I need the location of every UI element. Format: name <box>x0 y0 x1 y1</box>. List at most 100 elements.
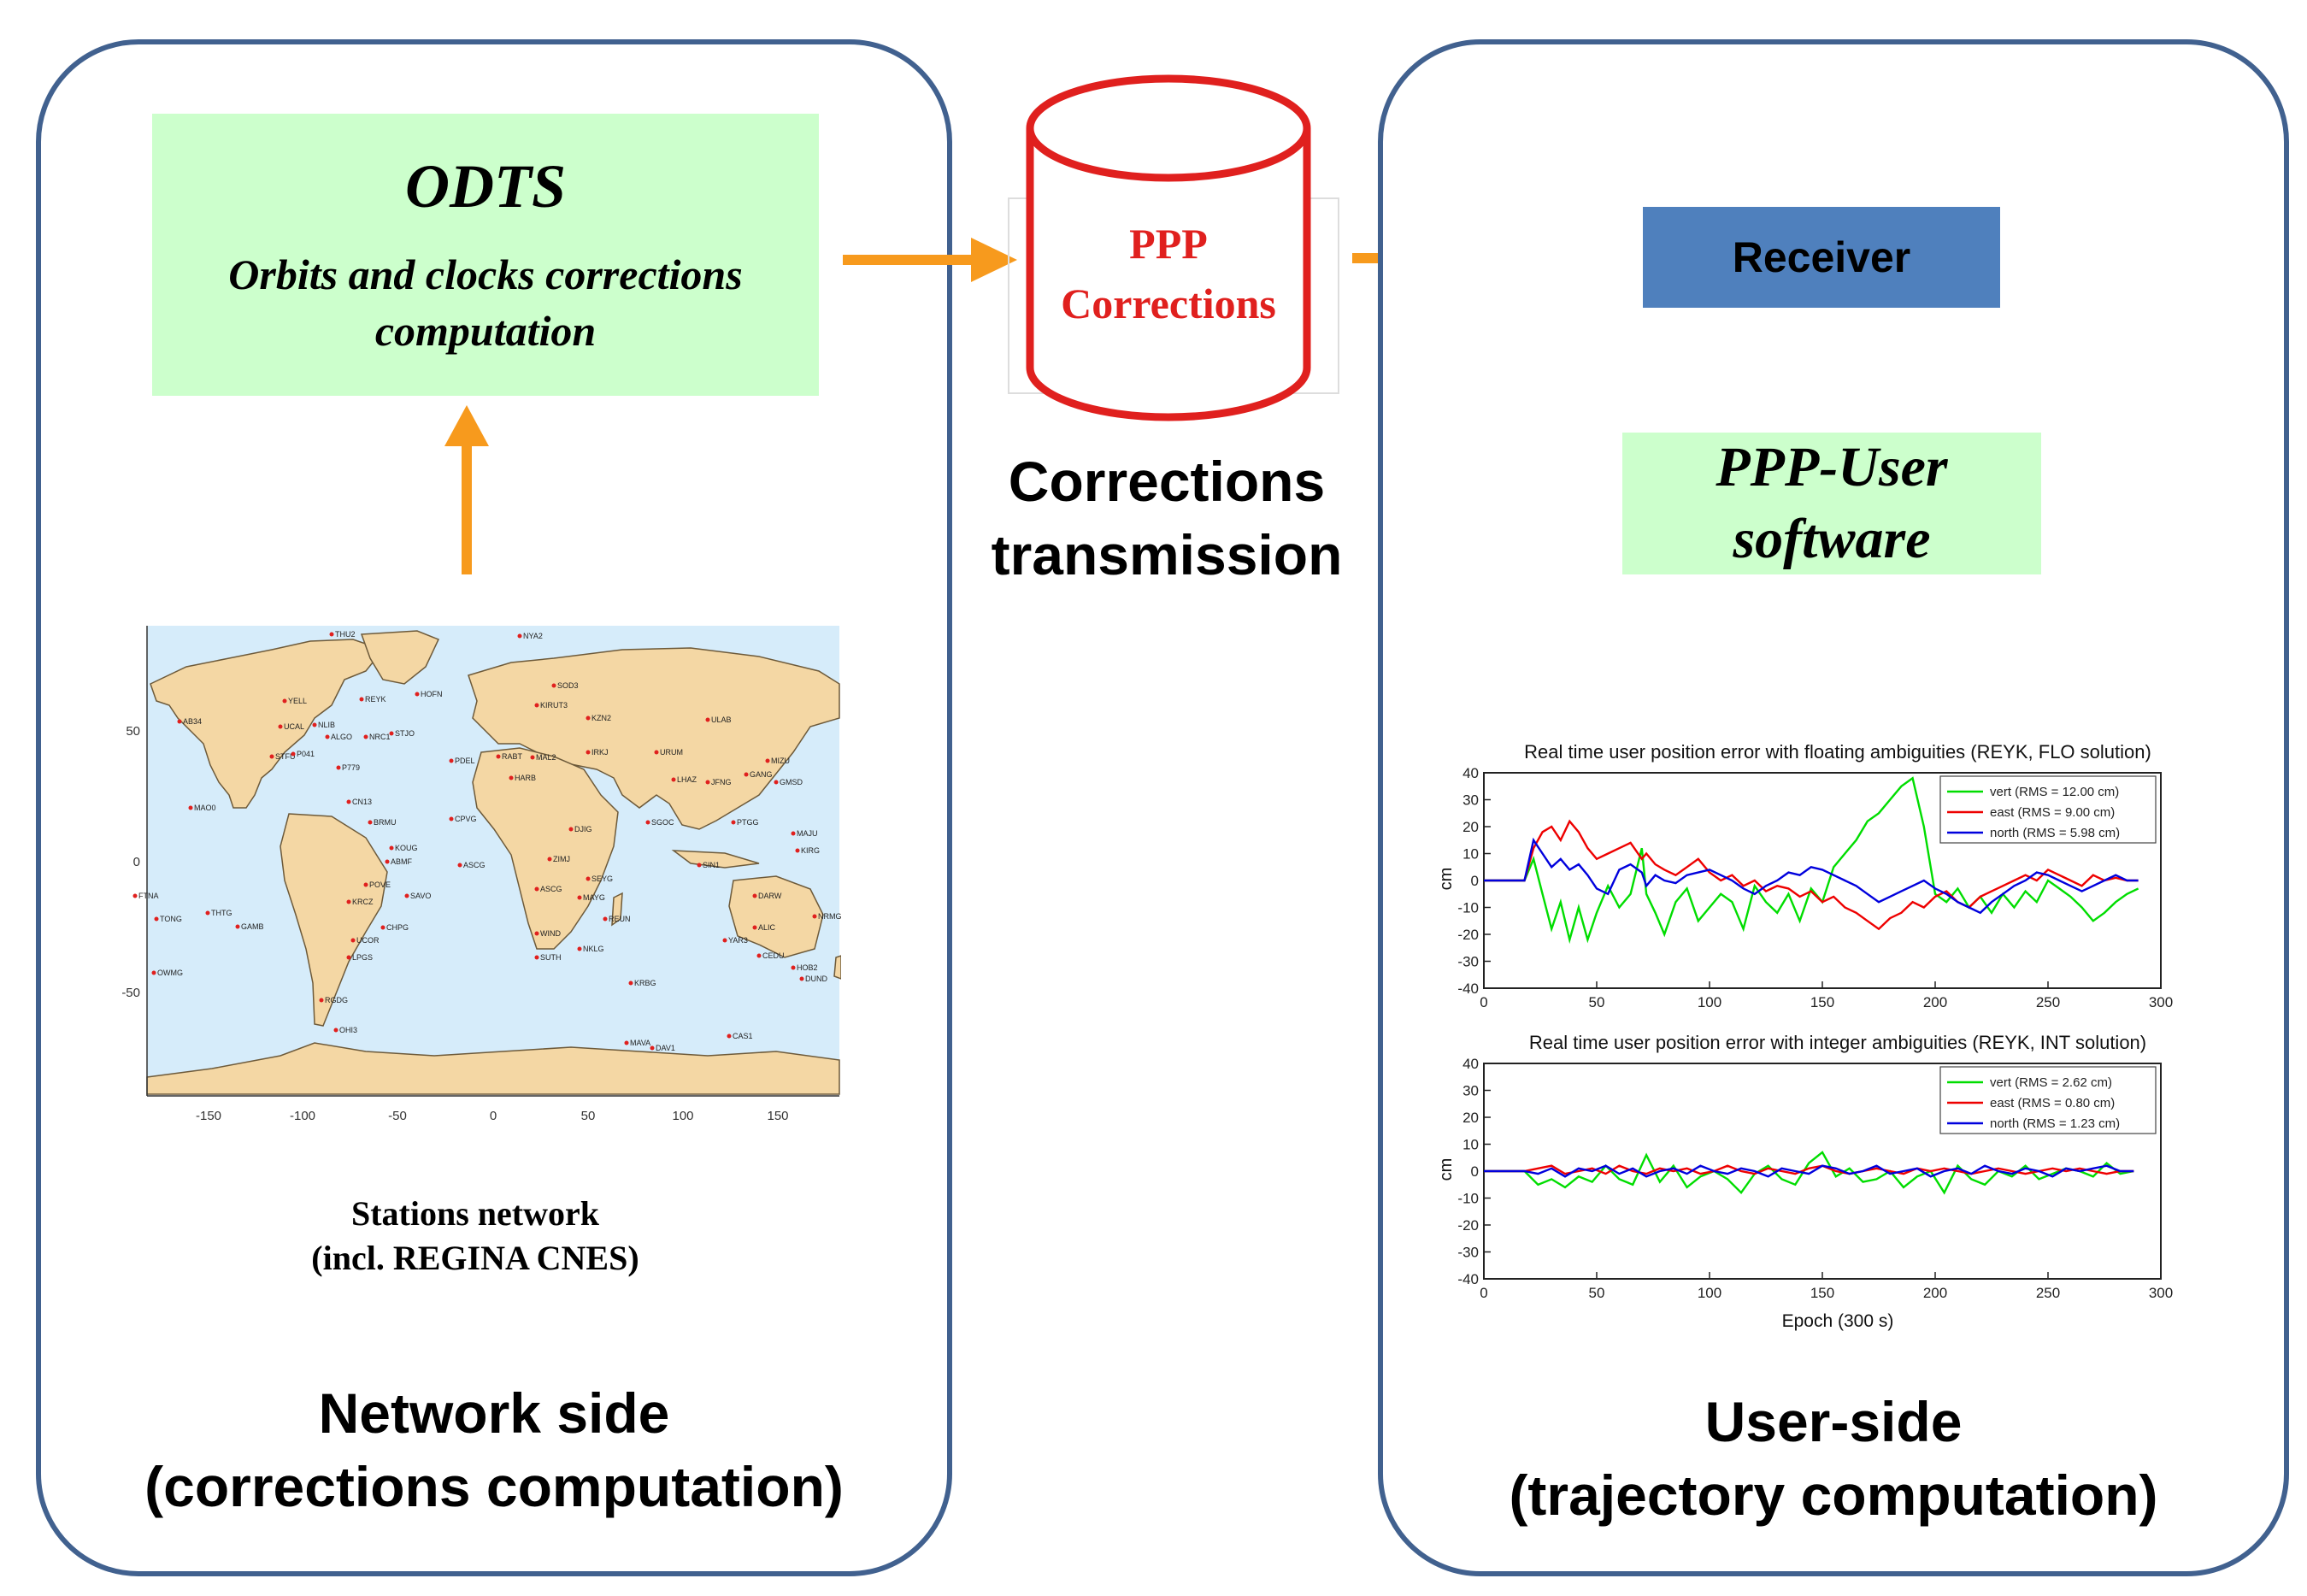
station-marker <box>235 924 240 929</box>
station-label: CPVG <box>455 815 477 823</box>
legend-entry: east (RMS = 0.80 cm) <box>1990 1096 2115 1110</box>
stations-caption: Stations network (incl. REGINA CNES) <box>109 1192 841 1281</box>
station-label: URUM <box>660 748 683 757</box>
station-label: DJIG <box>574 825 592 833</box>
x-tick-label: 300 <box>2149 994 2173 1010</box>
station-marker <box>812 914 817 919</box>
station-marker <box>132 893 138 898</box>
station-marker <box>799 976 804 981</box>
station-marker <box>336 765 341 770</box>
series-line-north <box>1484 1164 2134 1178</box>
station-label: ABMF <box>391 857 413 866</box>
x-tick-label: 250 <box>2036 1285 2060 1301</box>
station-marker <box>551 683 556 688</box>
station-marker <box>731 820 736 825</box>
map-x-tick: 150 <box>767 1109 788 1123</box>
x-tick-label: 200 <box>1923 1285 1947 1301</box>
station-label: CAS1 <box>733 1032 753 1040</box>
station-marker <box>577 895 582 900</box>
station-marker <box>404 893 409 898</box>
station-label: MAVA <box>630 1039 650 1047</box>
station-label: MAO0 <box>194 804 216 812</box>
station-marker <box>671 777 676 782</box>
station-label: HOFN <box>421 690 443 698</box>
station-label: NRMG <box>818 912 841 921</box>
x-tick-label: 150 <box>1810 994 1834 1010</box>
station-marker <box>568 827 574 832</box>
software-line2: software <box>1733 508 1931 570</box>
station-label: YAR3 <box>728 936 748 945</box>
station-marker <box>534 955 539 960</box>
station-marker <box>774 780 779 785</box>
station-label: PTGG <box>737 818 759 827</box>
y-tick-label: -40 <box>1457 1271 1479 1287</box>
station-marker <box>282 698 287 704</box>
y-tick-label: -20 <box>1457 927 1479 943</box>
map-x-tick: 100 <box>672 1109 693 1123</box>
legend-entry: north (RMS = 5.98 cm) <box>1990 826 2120 840</box>
station-label: DUND <box>805 975 827 983</box>
station-marker <box>628 981 633 986</box>
station-marker <box>603 916 608 922</box>
station-marker <box>389 845 394 851</box>
station-label: P779 <box>342 763 360 772</box>
chart-integer-ambiguities: Real time user position error with integ… <box>1437 1032 2173 1331</box>
y-tick-label: 30 <box>1462 792 1479 809</box>
station-marker <box>188 805 193 810</box>
legend: vert (RMS = 2.62 cm)east (RMS = 0.80 cm)… <box>1939 1066 2157 1134</box>
station-marker <box>752 893 757 898</box>
series-line-north <box>1484 837 2139 915</box>
station-marker <box>650 1045 655 1051</box>
legend-entry: east (RMS = 9.00 cm) <box>1990 805 2115 820</box>
odts-title: ODTS <box>404 151 566 221</box>
station-marker <box>795 848 800 853</box>
map-y-tick-labels: 50 0 -50 <box>121 724 140 1000</box>
station-marker <box>705 780 710 785</box>
station-label: IRKJ <box>591 748 609 757</box>
station-marker <box>577 946 582 951</box>
station-label: MAJU <box>797 829 818 838</box>
x-tick-label: 150 <box>1810 1285 1834 1301</box>
station-marker <box>509 775 514 780</box>
odts-box: ODTS Orbits and clocks corrections compu… <box>152 114 819 396</box>
station-label: PDEL <box>455 757 475 765</box>
station-label: ALIC <box>758 923 776 932</box>
y-tick-label: 30 <box>1462 1083 1479 1099</box>
transmission-caption: Corrections transmission <box>957 445 1376 592</box>
x-tick-label: 200 <box>1923 994 1947 1010</box>
station-label: RABT <box>502 752 523 761</box>
station-marker <box>368 820 373 825</box>
station-label: TONG <box>160 915 182 923</box>
continent-north-america <box>150 639 385 809</box>
station-label: SIN1 <box>703 861 720 869</box>
station-marker <box>177 719 182 724</box>
software-line1: PPP-User <box>1716 436 1948 498</box>
station-marker <box>329 632 334 637</box>
map-y-tick: 0 <box>133 855 140 869</box>
station-marker <box>791 965 796 970</box>
station-marker <box>705 717 710 722</box>
transmission-caption-line1: Corrections <box>1008 450 1326 513</box>
station-label: THTG <box>211 909 232 917</box>
station-label: HARB <box>515 774 536 782</box>
station-marker <box>359 697 364 702</box>
station-label: RGDG <box>325 996 348 1004</box>
cylinder-label-line1: PPP <box>1129 220 1208 268</box>
x-tick-label: 300 <box>2149 1285 2173 1301</box>
station-label: KZN2 <box>591 714 611 722</box>
map-x-tick: 50 <box>581 1109 596 1123</box>
station-label: JFNG <box>711 778 732 786</box>
continent-greenland <box>360 630 440 685</box>
map-x-tick: -50 <box>388 1109 407 1123</box>
network-side-caption: Network side (corrections computation) <box>60 1376 928 1523</box>
station-label: ASCG <box>463 861 486 869</box>
station-marker <box>389 731 394 736</box>
station-marker <box>791 831 796 836</box>
chart-title: Real time user position error with integ… <box>1529 1032 2146 1053</box>
station-marker <box>645 820 650 825</box>
station-label: CEDU <box>762 951 785 960</box>
cylinder-label-line2: Corrections <box>1061 280 1276 327</box>
station-marker <box>534 931 539 936</box>
station-label: SEYG <box>591 875 613 883</box>
station-label: HOB2 <box>797 963 818 972</box>
